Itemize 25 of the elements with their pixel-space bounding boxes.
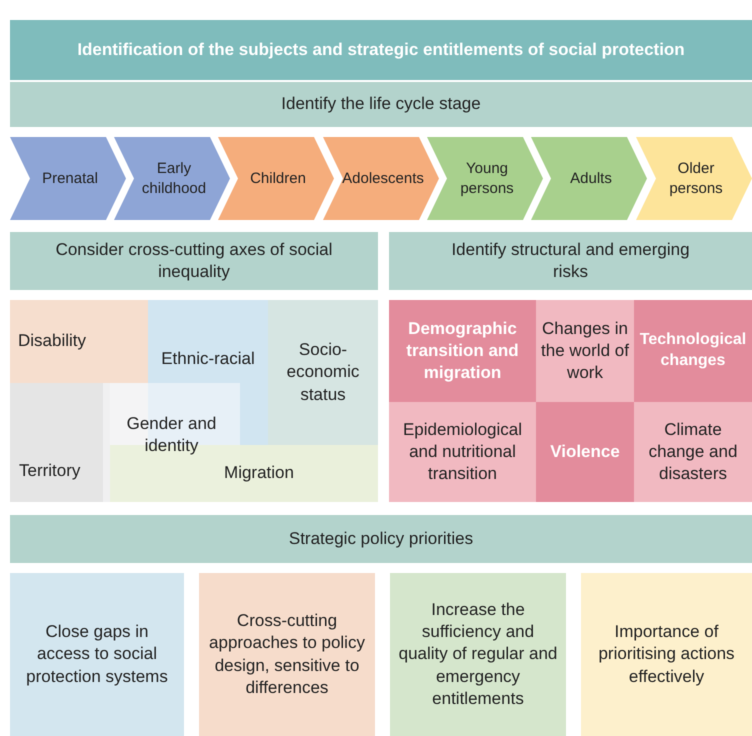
heading-band: Consider cross-cutting axes of social inequality [10,232,378,290]
life-stage-tile: Prenatal [10,137,126,220]
risk-tile: Climate change and disasters [634,402,752,502]
priority-card: Increase the sufficiency and quality of regular and emergency entitlements [390,573,566,736]
risk-tile: Changes in the world of work [536,300,634,402]
category-area: Territory [10,383,110,502]
life-stage-tile: Older persons [636,137,752,220]
category-area: Socio-economic status [268,300,378,445]
life-stage-tile: Adults [531,137,647,220]
risk-tile: Violence [536,402,634,502]
life-stage-tile: Children [218,137,334,220]
life-stage-tile: Adolescents [323,137,439,220]
heading-band: Strategic policy priorities [10,515,752,563]
priority-card: Importance of prioritising actions effectively [581,573,752,736]
risk-tile: Technological changes [634,300,752,402]
life-stage-tile: Early childhood [114,137,230,220]
title-band: Identification of the subjects and strategic entitlements of social protection [10,20,752,80]
priority-card: Close gaps in access to social protection systems [10,573,184,736]
category-area: Disability [10,300,148,383]
risk-tile: Demographic transition and migration [389,300,536,402]
life-stage-tile: Young persons [427,137,543,220]
heading-band: Identify the life cycle stage [10,82,752,127]
heading-band: Identify structural and emerging risks [389,232,752,290]
priority-card: Cross-cutting approaches to policy design, sensitive to differences [199,573,375,736]
risk-tile: Epidemiological and nutritional transition [389,402,536,502]
